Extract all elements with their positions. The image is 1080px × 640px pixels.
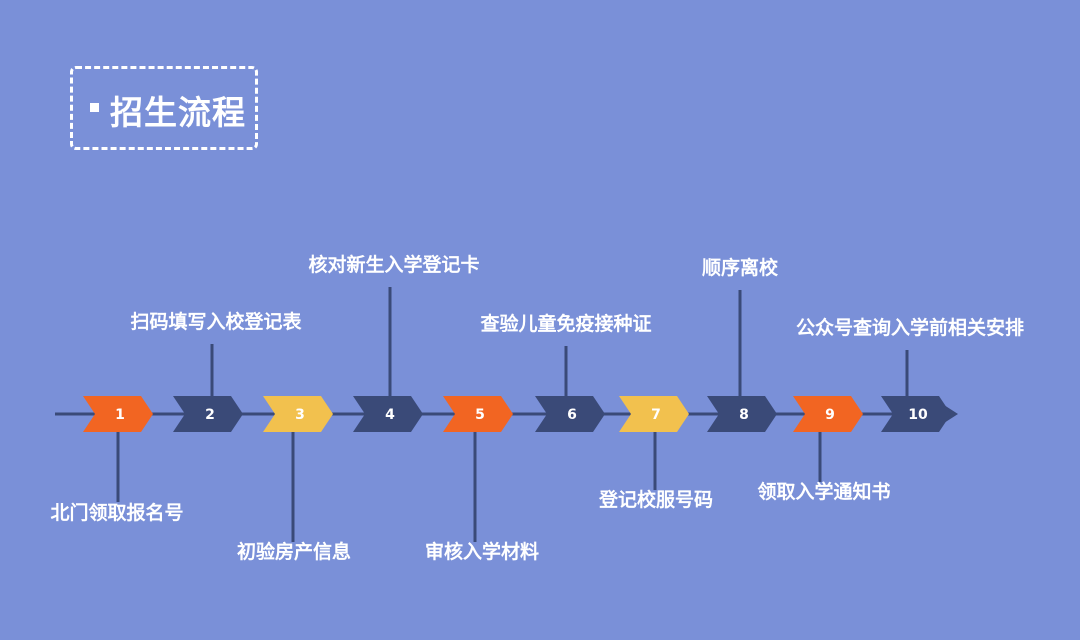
page-title: 招生流程 — [110, 93, 246, 132]
title-box: 招生流程 — [70, 66, 258, 150]
step-chevron-1 — [83, 396, 153, 432]
step-label-8: 顺序离校 — [702, 256, 779, 279]
step-label-5: 审核入学材料 — [425, 540, 539, 563]
step-number-3: 3 — [295, 407, 305, 423]
step-chevron-2 — [173, 396, 243, 432]
step-number-2: 2 — [205, 407, 215, 423]
step-number-5: 5 — [475, 407, 485, 423]
step-chevron-3 — [263, 396, 333, 432]
step-number-1: 1 — [115, 407, 125, 423]
step-label-4: 核对新生入学登记卡 — [308, 253, 479, 276]
step-label-9: 领取入学通知书 — [757, 480, 890, 503]
step-chevron-5 — [443, 396, 513, 432]
step-label-3: 初验房产信息 — [237, 540, 351, 563]
step-number-4: 4 — [385, 407, 395, 423]
step-chevron-7 — [619, 396, 689, 432]
step-chevron-9 — [793, 396, 863, 432]
step-number-8: 8 — [739, 407, 749, 423]
step-chevron-8 — [707, 396, 777, 432]
step-label-6: 查验儿童免疫接种证 — [479, 312, 651, 335]
step-label-10: 公众号查询入学前相关安排 — [796, 316, 1024, 339]
step-number-6: 6 — [567, 407, 577, 423]
title-bullet — [90, 103, 99, 112]
step-number-10: 10 — [908, 407, 928, 423]
step-chevron-6 — [535, 396, 605, 432]
step-label-7: 登记校服号码 — [598, 488, 713, 511]
step-chevron-10 — [881, 396, 951, 432]
step-chevron-4 — [353, 396, 423, 432]
step-number-9: 9 — [825, 407, 835, 423]
step-label-1: 北门领取报名号 — [50, 501, 183, 524]
step-label-2: 扫码填写入校登记表 — [130, 310, 302, 333]
step-number-7: 7 — [651, 407, 661, 423]
